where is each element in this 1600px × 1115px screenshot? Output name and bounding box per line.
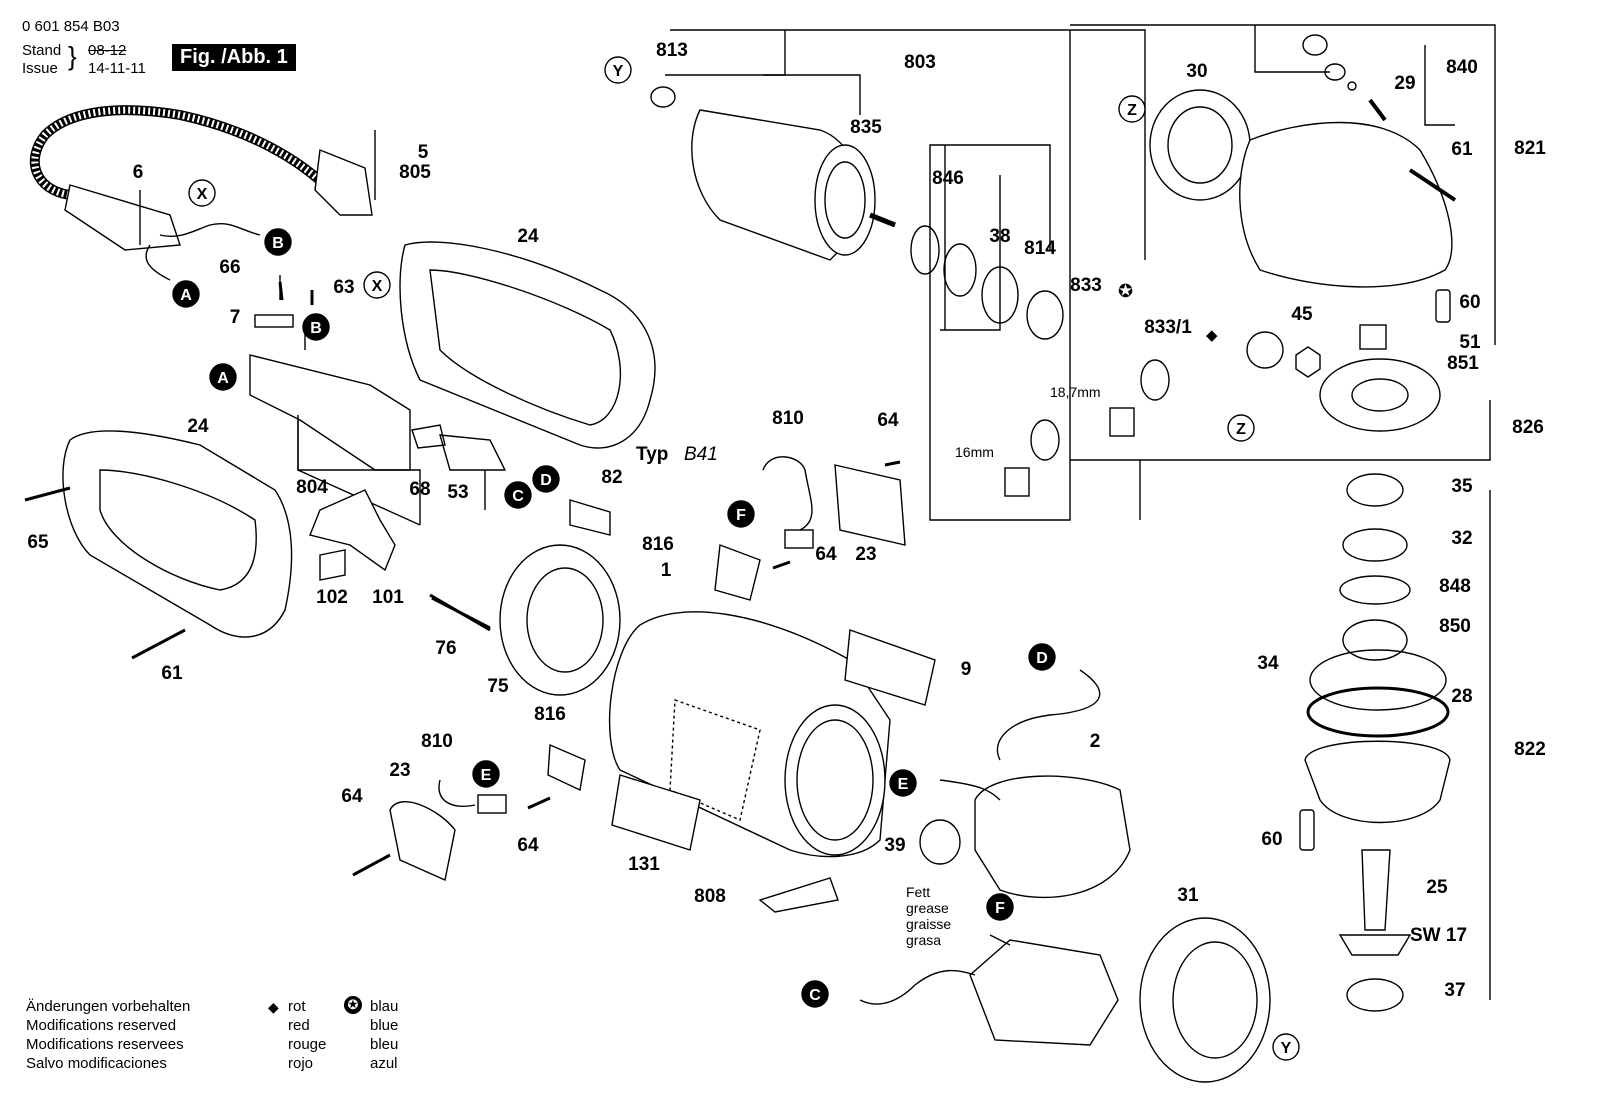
modifications-fr: Modifications reservees	[26, 1036, 184, 1053]
bearing-end-shield	[1139, 917, 1271, 1083]
switch-assembly	[249, 354, 411, 471]
spindle-flange	[1304, 740, 1451, 824]
modifications-de: Änderungen vorbehalten	[26, 998, 191, 1015]
typ-code: B41	[684, 444, 718, 465]
dimension-16mm: 16mm	[955, 444, 994, 460]
stand-date: 08-12	[88, 42, 127, 59]
dimension-18-7mm: 18,7mm	[1050, 384, 1101, 400]
crown-gear	[1319, 358, 1441, 432]
legend-star-en: blue	[370, 1017, 399, 1034]
figure-label: Fig. /Abb. 1	[172, 44, 296, 71]
brace: }	[68, 41, 77, 71]
field-coil-lower	[969, 939, 1119, 1046]
grease-fr: graisse	[906, 916, 952, 932]
legend-diamond-fr: rouge	[288, 1036, 327, 1053]
grease-es: grasa	[906, 932, 942, 948]
typ-label: Typ	[636, 444, 669, 465]
housing-half-right	[399, 241, 656, 449]
grease-en: grease	[906, 900, 949, 916]
legend-diamond-de: rot	[288, 998, 306, 1015]
fan-baffle	[499, 544, 621, 696]
modifications-es: Salvo modificaciones	[26, 1055, 167, 1072]
star-icon: ✪	[344, 996, 362, 1014]
field-coil-upper	[974, 775, 1131, 899]
wrench-size-label: SW 17	[1410, 925, 1468, 946]
legend-diamond-es: rojo	[288, 1055, 314, 1072]
legend-star-es: azul	[370, 1055, 398, 1072]
diamond-icon: ◆	[268, 999, 279, 1015]
document-number: 0 601 854 B03	[22, 18, 120, 35]
spindle	[1361, 849, 1391, 931]
plug	[314, 149, 373, 216]
grease-de: Fett	[906, 884, 931, 900]
legend-diamond-en: red	[288, 1017, 310, 1034]
stand-label: Stand	[22, 42, 62, 59]
issue-date: 14-11-11	[88, 60, 146, 77]
gear-head-housing	[1239, 121, 1453, 288]
modifications-en: Modifications reserved	[26, 1017, 177, 1034]
legend-star-de: blau	[370, 998, 399, 1015]
cable-sleeve	[64, 184, 181, 251]
issue-label: Issue	[22, 60, 58, 77]
legend-star-fr: bleu	[370, 1036, 399, 1053]
